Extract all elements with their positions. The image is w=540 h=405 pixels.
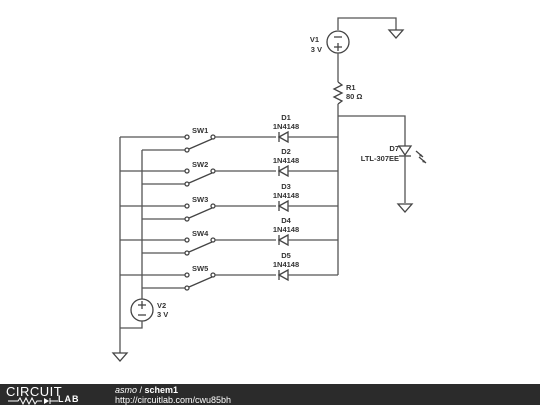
switch-rows: SW1D11N4148SW2D21N4148SW3D31N4148SW4D41N…	[120, 113, 338, 291]
diode-value: 1N4148	[273, 260, 299, 269]
d7-value: LTL-307EE	[361, 154, 399, 163]
v2-value: 3 V	[157, 310, 168, 319]
anode-bus	[337, 115, 406, 275]
ground-symbol-v1	[387, 29, 405, 39]
path-separator: /	[137, 385, 145, 395]
diode-value: 1N4148	[273, 225, 299, 234]
project-url-link[interactable]: http://circuitlab.com/cwu85bh	[115, 395, 232, 405]
switch-ref: SW5	[192, 264, 208, 273]
v2-ref: V2	[157, 301, 166, 310]
project-path: asmo / schem1	[115, 385, 178, 395]
diode-ref: D5	[281, 251, 291, 260]
switch-ref: SW3	[192, 195, 208, 204]
footer-bar: CIRCUIT LAB asmo / schem1 http://circuit…	[0, 384, 540, 405]
logo-resistor-icon	[8, 397, 58, 405]
left-rails	[119, 136, 185, 353]
diode-value: 1N4148	[273, 191, 299, 200]
diode-value: 1N4148	[273, 156, 299, 165]
project-user-link[interactable]: asmo	[115, 385, 138, 395]
v2-source: V2 3 V	[120, 298, 168, 329]
ground-symbol-v2	[111, 352, 129, 362]
switch-ref: SW2	[192, 160, 208, 169]
logo-text-top: CIRCUIT	[6, 384, 63, 399]
circuitlab-logo: CIRCUIT LAB	[6, 384, 102, 405]
r1-value: 80 Ω	[346, 92, 362, 101]
diode-ref: D2	[281, 147, 291, 156]
ground-symbol-d7	[396, 203, 414, 213]
r1-ref: R1	[346, 83, 356, 92]
diode-ref: D1	[281, 113, 291, 122]
v1-ref: V1	[310, 35, 319, 44]
switch-ref: SW4	[192, 229, 209, 238]
project-name-link[interactable]: schem1	[144, 385, 179, 395]
d7-led: D7 LTL-307EE	[361, 144, 427, 203]
diode-ref: D4	[281, 216, 291, 225]
logo-text-bottom: LAB	[58, 394, 80, 404]
v1-value: 3 V	[311, 45, 322, 54]
diode-ref: D3	[281, 182, 291, 191]
v1-source: V1 3 V	[310, 17, 397, 82]
r1-resistor: R1 80 Ω	[332, 81, 362, 116]
switch-ref: SW1	[192, 126, 208, 135]
schematic-diagram: V1 3 V R1 80 Ω D7 LTL-307EE	[111, 17, 427, 362]
d7-ref: D7	[389, 144, 399, 153]
diode-value: 1N4148	[273, 122, 299, 131]
